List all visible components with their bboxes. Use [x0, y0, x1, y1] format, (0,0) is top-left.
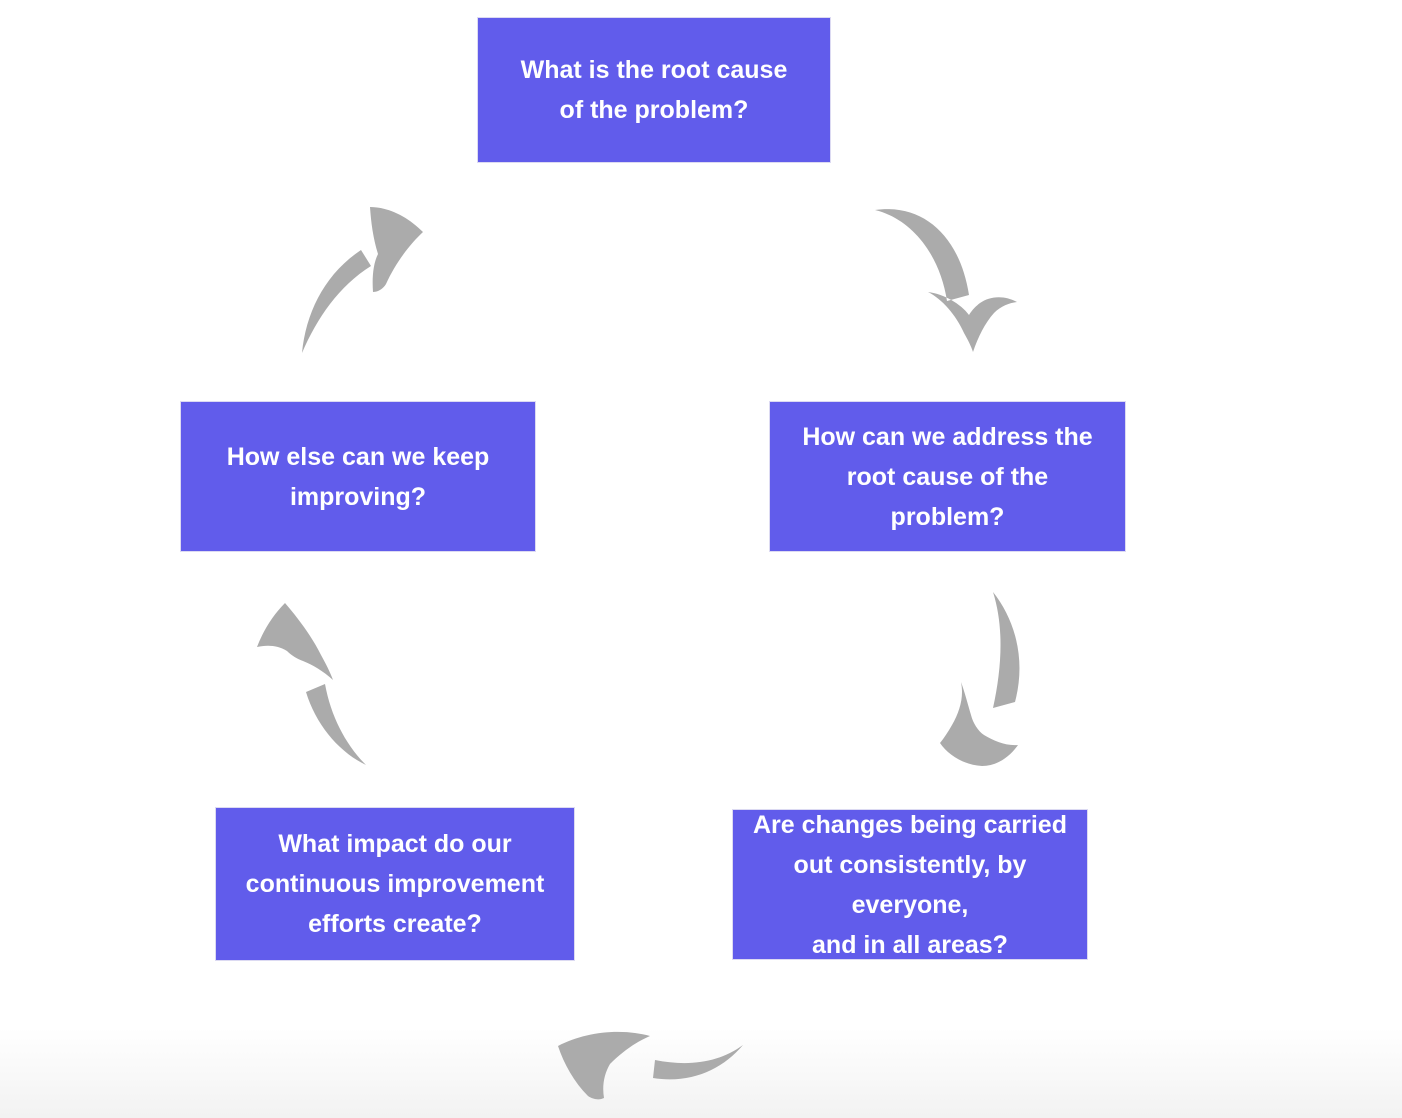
- cycle-box-text: How can we address the root cause of the…: [802, 422, 1093, 531]
- cycle-box-text: What impact do our continuous improvemen…: [245, 830, 545, 938]
- curved-arrow-bottom-left-to-left-icon: [245, 595, 370, 775]
- curved-arrow-top-to-right-icon: [872, 203, 1020, 358]
- cycle-box-text: What is the root cause of the problem?: [520, 56, 788, 124]
- cycle-box-address-root-cause: How can we address the root cause of the…: [770, 402, 1125, 551]
- cycle-box-root-cause: What is the root cause of the problem?: [478, 18, 830, 162]
- cycle-box-changes-consistent: Are changes being carried out consistent…: [733, 810, 1087, 959]
- cycle-box-text: Are changes being carried out consistent…: [752, 810, 1067, 959]
- cycle-box-keep-improving: How else can we keep improving?: [181, 402, 535, 551]
- cycle-box-text: How else can we keep improving?: [226, 442, 490, 511]
- curved-arrow-bottom-right-to-bottom-left-icon: [550, 1012, 750, 1102]
- curved-arrow-right-to-bottom-right-icon: [920, 585, 1030, 780]
- curved-arrow-left-to-top-icon: [285, 192, 435, 357]
- cycle-box-impact: What impact do our continuous improvemen…: [216, 808, 574, 960]
